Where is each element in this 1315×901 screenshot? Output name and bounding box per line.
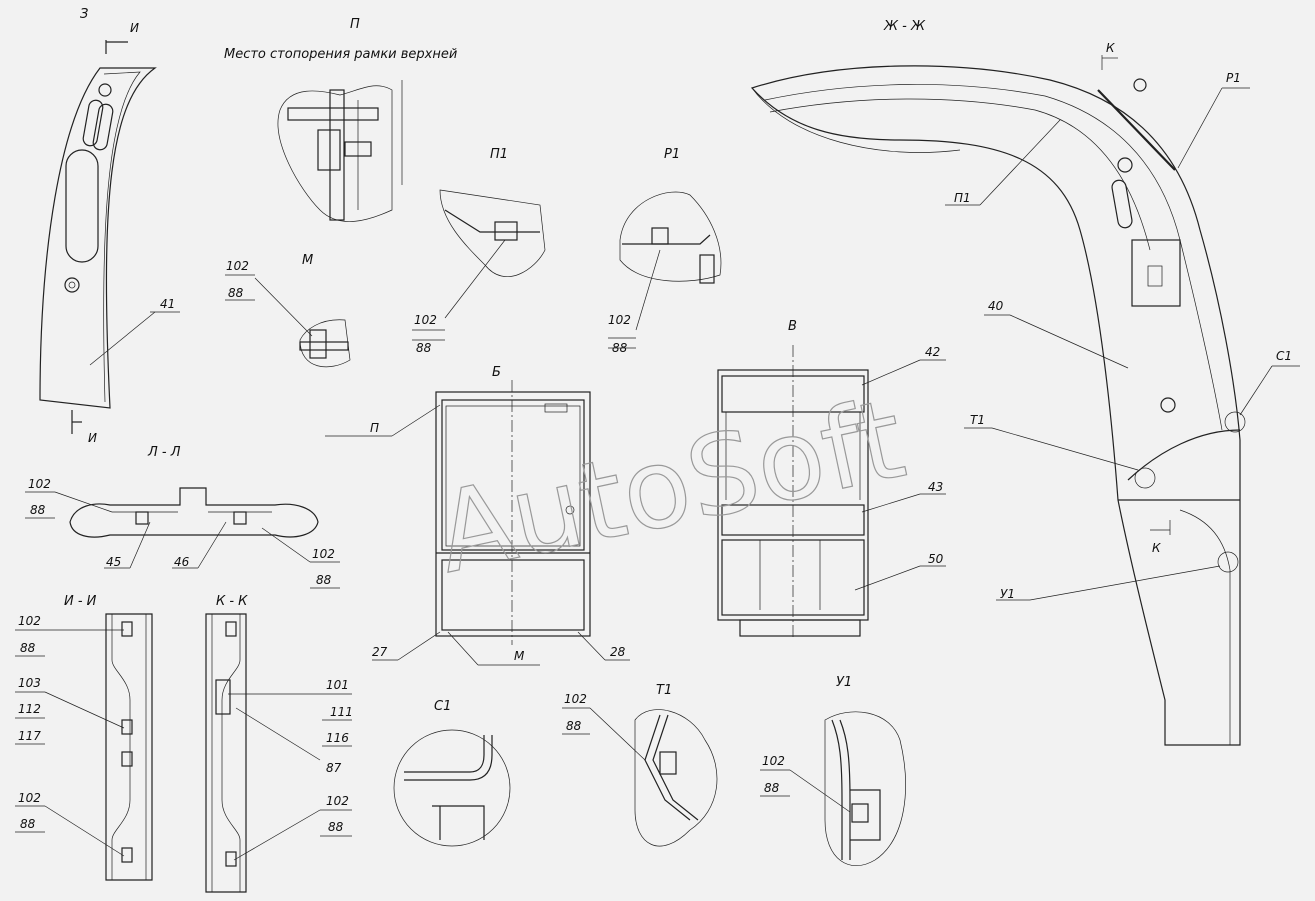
callout-t1-88: 88: [566, 719, 582, 733]
callout-p1-102: 102: [414, 313, 437, 327]
callout-b-p: П: [370, 421, 379, 435]
callout-ll-45: 45: [106, 555, 121, 569]
view-b: Б П 27 28 М: [325, 365, 630, 666]
section-kk: К - К 101 111 116 87 102 88: [205, 594, 353, 893]
callout-ll-88b: 88: [316, 573, 332, 587]
mark-i-bottom: И: [88, 431, 97, 445]
watermark-text: AutoSoft: [426, 374, 915, 597]
section-kk-title: К - К: [216, 594, 248, 609]
callout-zh-t1: Т1: [970, 413, 985, 427]
view-z: З И И 41: [39, 7, 180, 445]
section-ll: Л - Л 102 88 45 46 102 88: [25, 445, 340, 589]
view-p1-title: П1: [490, 147, 508, 162]
callout-b-27: 27: [372, 645, 388, 659]
view-p: П Место стопорения рамки верхней: [224, 17, 457, 222]
view-m: М 102 88: [225, 253, 351, 368]
callout-u1-102: 102: [762, 754, 785, 768]
detail-u1: У1 102 88: [760, 675, 906, 866]
callout-r1-102: 102: [608, 313, 631, 327]
callout-ii-102a: 102: [18, 614, 41, 628]
callout-b-m: М: [514, 649, 525, 663]
callout-zh-s1: С1: [1276, 349, 1292, 363]
callout-ll-46: 46: [174, 555, 190, 569]
callout-kk-87: 87: [326, 761, 342, 775]
detail-t1-title: Т1: [656, 683, 672, 698]
callout-v-50: 50: [928, 552, 944, 566]
view-z-title: З: [80, 7, 88, 22]
callout-ii-117: 117: [18, 729, 41, 743]
detail-t1: Т1 102 88: [562, 683, 718, 847]
section-ii: И - И 102 88 103 112 117 102 88: [15, 594, 153, 881]
callout-kk-102: 102: [326, 794, 349, 808]
mark-k-bottom: К: [1152, 541, 1161, 555]
view-zh: Ж - Ж К К Р1 П1 40 С1: [750, 19, 1300, 746]
callout-b-28: 28: [610, 645, 626, 659]
view-r1: Р1 102 88: [608, 147, 722, 355]
callout-zh-40: 40: [988, 299, 1004, 313]
callout-kk-111: 111: [330, 705, 353, 719]
callout-m-102: 102: [226, 259, 249, 273]
view-p-title: П: [350, 17, 360, 32]
callout-ii-88a: 88: [20, 641, 36, 655]
detail-u1-title: У1: [836, 675, 852, 690]
callout-m-88: 88: [228, 286, 244, 300]
mark-k-top: К: [1106, 41, 1115, 55]
view-p1: П1 102 88: [412, 147, 546, 355]
callout-ll-102a: 102: [28, 477, 51, 491]
callout-r1-88: 88: [612, 341, 628, 355]
view-b-title: Б: [492, 365, 501, 380]
view-m-title: М: [302, 253, 313, 268]
view-p-caption: Место стопорения рамки верхней: [224, 47, 457, 62]
callout-ll-88a: 88: [30, 503, 46, 517]
callout-v-42: 42: [925, 345, 940, 359]
detail-s1: С1: [393, 699, 511, 847]
callout-ii-112: 112: [18, 702, 41, 716]
section-ll-title: Л - Л: [147, 445, 181, 460]
callout-zh-u1: У1: [1000, 587, 1015, 601]
view-v-title: В: [788, 319, 797, 334]
callout-41: 41: [160, 297, 175, 311]
view-v: В 42 43 50: [717, 319, 946, 640]
callout-ii-102b: 102: [18, 791, 41, 805]
callout-v-43: 43: [928, 480, 943, 494]
callout-zh-p1: П1: [954, 191, 971, 205]
callout-kk-116: 116: [326, 731, 349, 745]
view-r1-title: Р1: [664, 147, 680, 162]
callout-p1-88: 88: [416, 341, 432, 355]
callout-kk-101: 101: [326, 678, 349, 692]
callout-ii-103: 103: [18, 676, 41, 690]
mark-i-top: И: [130, 21, 139, 35]
callout-zh-r1: Р1: [1226, 71, 1241, 85]
section-ii-title: И - И: [64, 594, 97, 609]
callout-ll-102b: 102: [312, 547, 335, 561]
callout-ii-88b: 88: [20, 817, 36, 831]
callout-kk-88: 88: [328, 820, 344, 834]
callout-u1-88: 88: [764, 781, 780, 795]
view-zh-title: Ж - Ж: [883, 19, 926, 34]
callout-t1-102: 102: [564, 692, 587, 706]
detail-s1-title: С1: [434, 699, 451, 714]
